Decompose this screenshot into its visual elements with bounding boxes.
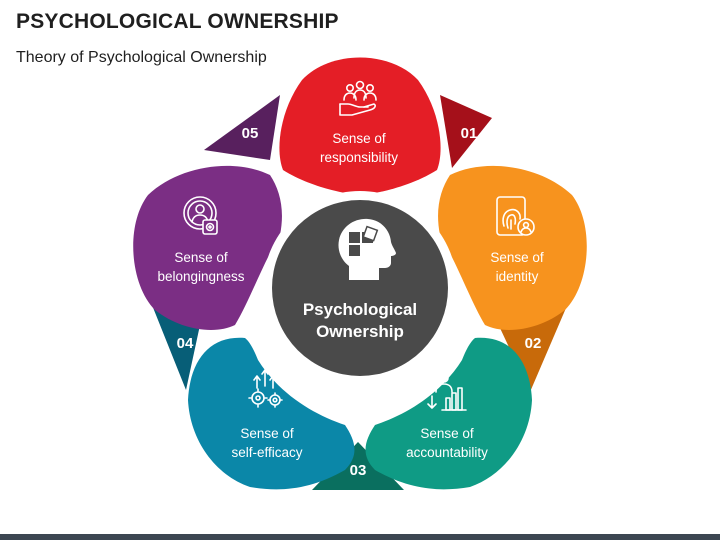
segment-label-self-efficacy-line1: Sense of	[240, 426, 294, 441]
segment-label-accountability-line1: Sense of	[420, 426, 474, 441]
page-subtitle: Theory of Psychological Ownership	[16, 49, 267, 66]
number-05: 05	[242, 125, 259, 142]
number-triangle-03	[312, 442, 404, 490]
segment-label-self-efficacy-line2: self-efficacy	[231, 445, 302, 460]
number-triangle-05	[204, 95, 280, 160]
gears-arrows-icon	[248, 369, 283, 408]
segment-label-responsibility-line2: responsibility	[320, 150, 398, 165]
center-label-line1: Psychological	[303, 300, 417, 319]
segment-label-accountability-line2: accountability	[406, 445, 488, 460]
person-chart-icon	[427, 373, 467, 411]
number-01: 01	[461, 125, 478, 142]
segment-label-identity-line1: Sense of	[490, 250, 544, 265]
center-label-line2: Ownership	[316, 322, 404, 341]
segment-belongingness[interactable]	[133, 165, 282, 330]
head-puzzle-icon	[338, 218, 396, 280]
segment-identity[interactable]	[438, 165, 587, 330]
segment-responsibility[interactable]	[279, 57, 441, 196]
segment-accountability[interactable]	[365, 337, 532, 490]
number-02: 02	[525, 335, 542, 352]
segment-label-identity-line2: identity	[496, 269, 539, 284]
center-circle[interactable]	[272, 200, 448, 376]
number-triangle-01	[440, 95, 492, 168]
segment-label-responsibility-line1: Sense of	[332, 131, 386, 146]
segment-label-belongingness-line2: belongingness	[157, 269, 244, 284]
number-03: 03	[350, 462, 367, 479]
person-target-icon	[183, 196, 218, 235]
segment-self-efficacy[interactable]	[188, 337, 355, 490]
page-title: PSYCHOLOGICAL OWNERSHIP	[16, 10, 339, 33]
number-04: 04	[177, 335, 194, 352]
hand-people-icon	[339, 80, 377, 116]
segment-label-belongingness-line1: Sense of	[174, 250, 228, 265]
bottom-bar	[0, 534, 720, 540]
fingerprint-user-icon	[496, 196, 535, 236]
